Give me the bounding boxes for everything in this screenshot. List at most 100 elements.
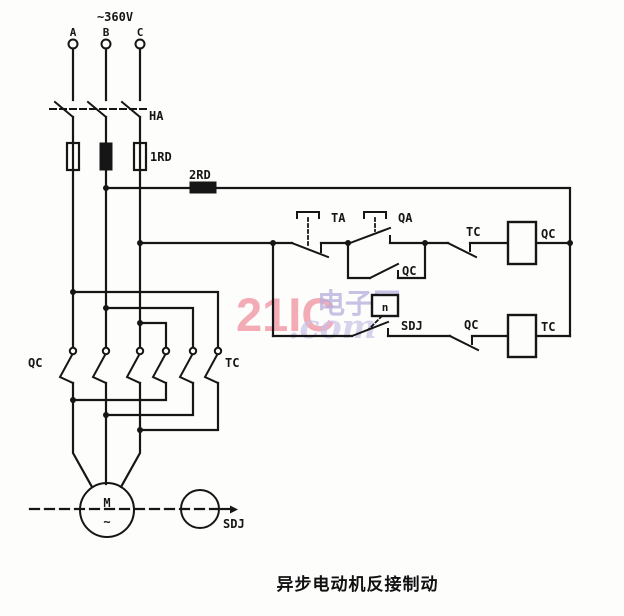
contact-blade-icon bbox=[178, 353, 195, 385]
speed-relay-circle-icon bbox=[180, 489, 220, 529]
diagram-caption: 异步电动机反接制动 bbox=[276, 575, 439, 594]
phase-a-label: A bbox=[70, 26, 77, 39]
crossover-c-to-tc1 bbox=[138, 321, 168, 350]
contact-terminal-icon bbox=[161, 346, 171, 356]
tc3-bottom-link bbox=[138, 381, 220, 432]
terminal-b-icon bbox=[100, 38, 112, 50]
nc-contact-icon bbox=[448, 334, 480, 352]
crossover-a-to-tc3 bbox=[71, 290, 220, 350]
main-contact-pole bbox=[58, 346, 78, 385]
seal-in-contact-qc: QC bbox=[368, 262, 416, 280]
shaft-arrow-icon bbox=[230, 505, 238, 514]
junction-dot bbox=[70, 397, 76, 403]
no-contact-icon bbox=[350, 320, 390, 338]
phase-c-label: C bbox=[137, 26, 144, 39]
main-contact-pole bbox=[178, 346, 198, 385]
motor-label: M bbox=[103, 496, 110, 510]
tc-interlock-contact: TC bbox=[446, 225, 480, 259]
fuse-icon bbox=[99, 142, 113, 171]
speed-relay-element-label: n bbox=[382, 301, 389, 314]
junction-dot bbox=[137, 427, 143, 433]
nc-pushbutton-icon bbox=[290, 211, 330, 259]
start-button-qa: QA bbox=[348, 211, 413, 245]
contact-terminal-icon bbox=[188, 346, 198, 356]
tc-coil-label: TC bbox=[541, 320, 555, 334]
junction-dot bbox=[422, 240, 428, 246]
contact-terminal-icon bbox=[213, 346, 223, 356]
knife-switch-ha: HA bbox=[49, 100, 164, 123]
supply-terminals: ~360V A B C bbox=[67, 10, 146, 50]
speed-relay-contact-label: SDJ bbox=[401, 319, 423, 333]
contact-blade-icon bbox=[91, 353, 108, 385]
junction-dot bbox=[345, 240, 351, 246]
tc2-bottom-link bbox=[104, 381, 195, 417]
qc-main-group-label: QC bbox=[28, 356, 42, 370]
main-contact-pole bbox=[151, 346, 171, 385]
fuse-icon bbox=[189, 181, 217, 194]
qc-coil: QC bbox=[506, 220, 555, 266]
motor-circle-icon bbox=[79, 482, 135, 538]
control-fuse-label: 2RD bbox=[189, 168, 211, 182]
qc-interlock-label: QC bbox=[464, 318, 478, 332]
stop-button-ta: TA bbox=[290, 211, 346, 259]
junction-dot bbox=[270, 240, 276, 246]
main-contact-pole bbox=[203, 346, 223, 385]
control-fuse-2rd: 2RD bbox=[189, 168, 217, 194]
terminal-c-icon bbox=[134, 38, 146, 50]
contact-terminal-icon bbox=[68, 346, 78, 356]
tc-coil: TC bbox=[506, 313, 555, 359]
motor-lead-w bbox=[119, 381, 142, 489]
contact-blade-icon bbox=[151, 353, 168, 385]
coil-icon bbox=[506, 220, 538, 266]
main-contacts: QC TC bbox=[28, 346, 239, 385]
coil-icon bbox=[506, 313, 538, 359]
motor-lead-u bbox=[71, 381, 94, 489]
speed-relay-contact-sdj: n SDJ bbox=[350, 293, 423, 338]
terminal-a-icon bbox=[67, 38, 79, 50]
qc-interlock-contact: QC bbox=[448, 318, 480, 352]
start-button-label: QA bbox=[398, 211, 413, 225]
switch-blade-icon bbox=[53, 100, 142, 119]
watermark-domain-text: .com bbox=[288, 307, 377, 346]
tc-interlock-label: TC bbox=[466, 225, 480, 239]
main-fuse-label: 1RD bbox=[150, 150, 172, 164]
phase-b-label: B bbox=[103, 26, 110, 39]
speed-relay-label: SDJ bbox=[223, 517, 245, 531]
main-contact-pole bbox=[125, 346, 145, 385]
crossover-b-to-tc2 bbox=[104, 306, 195, 350]
relay-link bbox=[367, 314, 384, 331]
junction-dot bbox=[137, 240, 143, 246]
junction-dot bbox=[103, 305, 109, 311]
junction-dot bbox=[137, 320, 143, 326]
junction-dot bbox=[103, 412, 109, 418]
motor: M ~ bbox=[79, 482, 135, 538]
tc-main-group-label: TC bbox=[225, 356, 239, 370]
contact-terminal-icon bbox=[135, 346, 145, 356]
no-pushbutton-icon bbox=[348, 211, 392, 245]
junction-dots bbox=[70, 185, 573, 433]
main-fuses-1rd: 1RD bbox=[65, 141, 172, 172]
motor-ac-mark: ~ bbox=[103, 515, 110, 529]
speed-relay-sdj: SDJ bbox=[180, 489, 245, 531]
supply-voltage-label: ~360V bbox=[97, 10, 133, 24]
control-top-rail bbox=[104, 186, 572, 338]
speed-relay-element-box bbox=[370, 293, 400, 318]
main-contact-pole bbox=[91, 346, 111, 385]
watermark-brand-text: 21IC bbox=[236, 288, 335, 341]
seal-in-contact-label: QC bbox=[402, 264, 416, 278]
junction-dot bbox=[70, 289, 76, 295]
contact-blade-icon bbox=[203, 353, 220, 385]
contact-terminal-icon bbox=[101, 346, 111, 356]
nc-contact-icon bbox=[446, 241, 478, 259]
fuse-icon bbox=[65, 141, 81, 172]
contact-blade-icon bbox=[58, 353, 75, 385]
qc-coil-label: QC bbox=[541, 227, 555, 241]
fuse-icon bbox=[132, 141, 148, 172]
junction-dot bbox=[567, 240, 573, 246]
junction-dot bbox=[103, 185, 109, 191]
stop-button-label: TA bbox=[331, 211, 346, 225]
tc1-bottom-link bbox=[71, 381, 168, 402]
knife-switch-label: HA bbox=[149, 109, 164, 123]
